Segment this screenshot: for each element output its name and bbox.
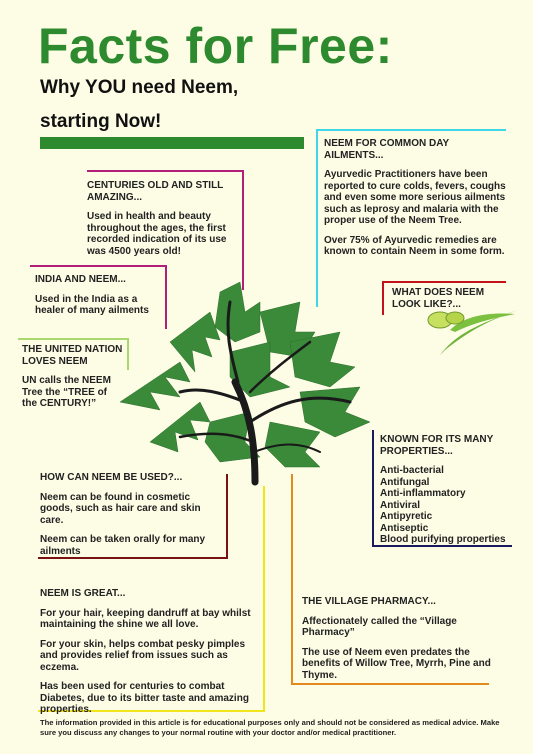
section-common-day-body-1: Ayurvedic Practitioners have been report…: [324, 169, 506, 226]
section-india-body: Used in the India as a healer of many ai…: [35, 293, 149, 317]
section-india-heading: INDIA AND NEEM...: [35, 274, 126, 285]
section-common-day: NEEM FOR COMMON DAY AILMENTS... Ayurvedi…: [324, 138, 509, 266]
property-item: Anti-bacterial: [380, 465, 444, 476]
property-item: Antiviral: [380, 499, 421, 511]
property-item: Antipyretic: [380, 511, 433, 522]
divider-india-top: [30, 265, 167, 267]
property-item: Antiseptic: [380, 522, 429, 534]
properties-list: Anti-bacterial Antifungal Anti-inflammat…: [380, 465, 515, 546]
subtitle-line-1: Why YOU need Neem,: [40, 77, 239, 98]
property-item: Anti-inflammatory: [380, 488, 466, 499]
section-pharmacy-heading: THE VILLAGE PHARMACY...: [302, 596, 436, 607]
divider-pharmacy-bottom: [291, 683, 489, 685]
property-item: Blood purifying properties: [380, 534, 506, 545]
section-centuries-heading: CENTURIES OLD AND STILL AMAZING...: [87, 180, 224, 203]
divider-centuries-side: [242, 170, 244, 290]
section-how-used: HOW CAN NEEM BE USED?... Neem can be fou…: [40, 472, 222, 565]
section-un: THE UNITED NATION LOVES NEEM UN calls th…: [22, 344, 124, 418]
section-how-used-body-2: Neem can be taken orally for many ailmen…: [40, 534, 206, 557]
section-centuries-body: Used in health and beauty throughout the…: [87, 211, 227, 257]
section-india: INDIA AND NEEM... Used in the India as a…: [35, 274, 163, 325]
page-title: Facts for Free:: [38, 18, 393, 74]
divider-howused-side: [226, 474, 228, 558]
section-known-for: KNOWN FOR ITS MANY PROPERTIES... Anti-ba…: [380, 434, 515, 546]
section-how-used-heading: HOW CAN NEEM BE USED?...: [40, 472, 183, 483]
divider-known-bottom: [372, 545, 512, 547]
divider-great-bottom: [38, 710, 265, 712]
divider-un-side: [127, 338, 129, 370]
section-pharmacy: THE VILLAGE PHARMACY... Affectionately c…: [302, 596, 494, 689]
section-great: NEEM IS GREAT... For your hair, keeping …: [40, 588, 255, 724]
section-how-used-body-1: Neem can be found in cosmetic goods, suc…: [40, 491, 201, 526]
section-great-body-3: Has been used for centuries to combat Di…: [40, 681, 249, 715]
section-common-day-heading: NEEM FOR COMMON DAY AILMENTS...: [324, 138, 450, 161]
divider-centuries-top: [87, 170, 244, 172]
section-great-body-1: For your hair, keeping dandruff at bay w…: [40, 607, 251, 631]
divider-pharmacy-side: [291, 474, 293, 684]
property-item: Antifungal: [380, 476, 430, 488]
subtitle-line-2: starting Now!: [40, 111, 162, 132]
divider-great-side: [263, 486, 265, 712]
divider-common-side: [316, 129, 318, 307]
divider-howused-bottom: [38, 557, 228, 559]
section-common-day-body-2: Over 75% of Ayurvedic remedies are known…: [324, 234, 505, 258]
neem-leaf-fruit-image: [427, 310, 518, 355]
section-centuries: CENTURIES OLD AND STILL AMAZING... Used …: [87, 180, 242, 265]
title-underline-bar: [40, 137, 304, 149]
section-look-like-heading: WHAT DOES NEEM LOOK LIKE?...: [392, 287, 485, 310]
divider-india-side: [165, 265, 167, 329]
divider-looklike-side: [382, 281, 384, 315]
section-look-like: WHAT DOES NEEM LOOK LIKE?...: [392, 287, 502, 318]
divider-looklike-top: [382, 281, 506, 283]
section-great-heading: NEEM IS GREAT...: [40, 588, 126, 599]
neem-tree-illustration: [120, 282, 371, 486]
section-pharmacy-body-1: Affectionately called the “Village Pharm…: [302, 615, 457, 639]
divider-un-top: [18, 338, 129, 340]
section-great-body-2: For your skin, helps combat pesky pimple…: [40, 638, 246, 673]
divider-common-top: [316, 129, 506, 131]
divider-known-side: [372, 430, 374, 546]
section-pharmacy-body-2: The use of Neem even predates the benefi…: [302, 646, 491, 681]
section-un-body: UN calls the NEEM Tree the “TREE of the …: [22, 375, 111, 409]
section-known-for-heading: KNOWN FOR ITS MANY PROPERTIES...: [380, 434, 494, 457]
disclaimer-footer: The information provided in this article…: [40, 718, 500, 737]
section-un-heading: THE UNITED NATION LOVES NEEM: [22, 344, 123, 367]
